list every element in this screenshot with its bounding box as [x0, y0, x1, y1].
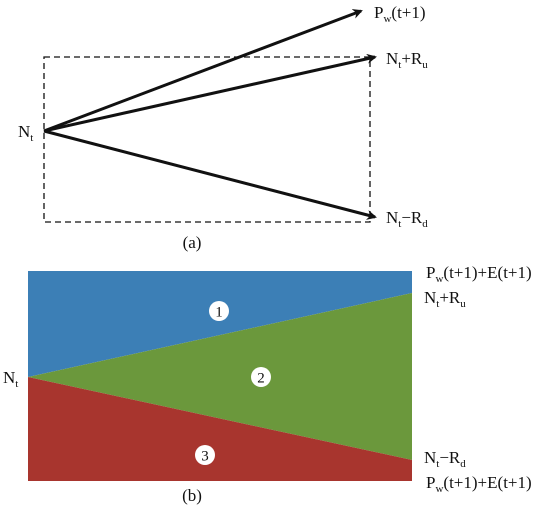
dashed-box	[43, 56, 371, 223]
region-1-marker: 1	[209, 301, 229, 321]
origin-label-b: Nt	[3, 368, 18, 390]
label-nt-plus-ru: Nt+Ru	[386, 49, 428, 71]
label-pw-e-bottom: Pw(t+1)+E(t+1)	[426, 473, 532, 495]
region-2-marker: 2	[251, 367, 271, 387]
caption-b: (b)	[182, 486, 202, 505]
arrow-nt-plus-ru	[43, 53, 377, 133]
label-nt-plus-ru-b: Nt+Ru	[424, 288, 466, 310]
arrow-pw	[43, 9, 363, 133]
label-nt-minus-rd: Nt−Rd	[386, 208, 428, 230]
region-3	[28, 377, 412, 481]
label-pw: Pw(t+1)	[374, 3, 426, 25]
svg-text:1: 1	[215, 305, 223, 321]
svg-text:2: 2	[257, 371, 265, 387]
arrow-nt-minus-rd	[43, 129, 377, 220]
region-1	[28, 271, 412, 377]
panel-a: Nt Pw(t+1) Nt+Ru Nt−Rd (a)	[18, 3, 428, 252]
origin-label-a: Nt	[18, 122, 33, 144]
label-pw-e-top: Pw(t+1)+E(t+1)	[426, 263, 532, 285]
caption-a: (a)	[183, 233, 202, 252]
panel-b: 1 2 3 Nt Pw(t+1)+E(t+1) Nt+Ru Nt−Rd Pw(t…	[3, 263, 532, 505]
label-nt-minus-rd-b: Nt−Rd	[424, 448, 466, 470]
region-2	[28, 293, 412, 460]
region-3-marker: 3	[195, 445, 215, 465]
svg-text:3: 3	[201, 449, 209, 465]
